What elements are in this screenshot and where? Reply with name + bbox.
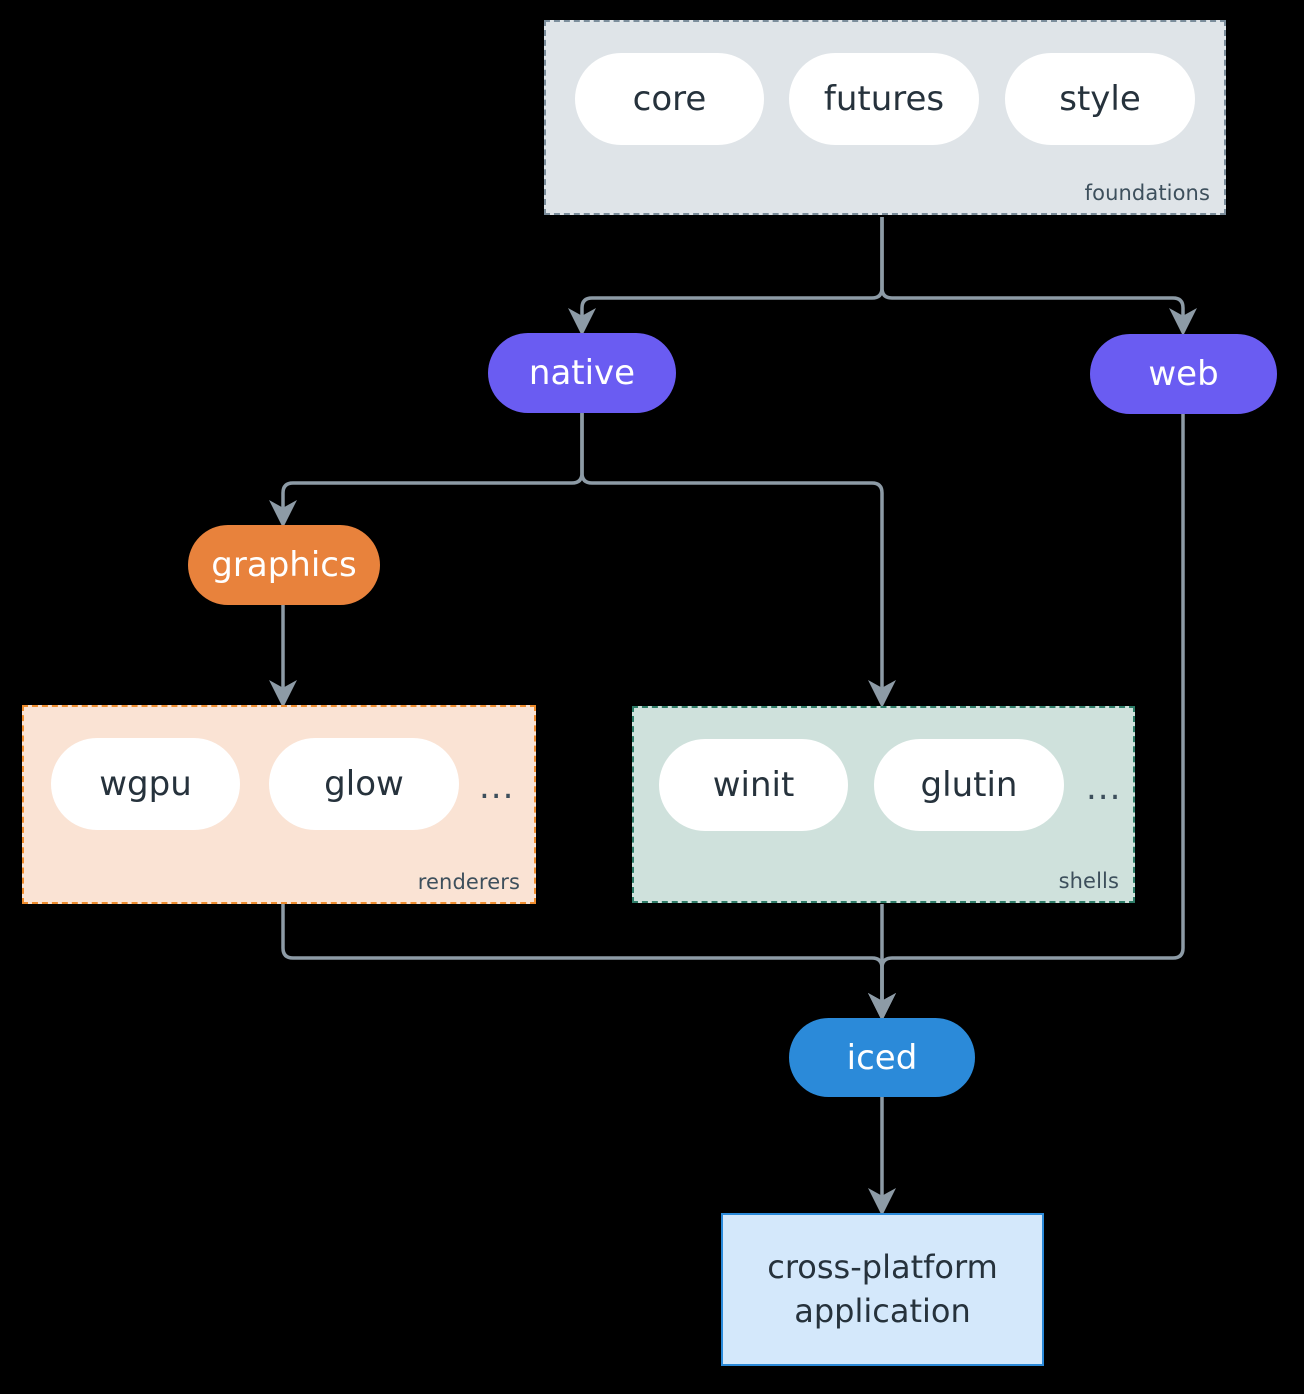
shells-item-winit-label: winit [712,765,795,805]
shells-more-ellipsis: ... [1086,768,1122,808]
renderers-more-ellipsis: ... [479,767,515,807]
group-foundations-label: foundations [1084,181,1210,205]
foundations-item-style[interactable]: style [1005,53,1195,145]
group-renderers-label: renderers [417,870,520,894]
renderers-item-glow[interactable]: glow [269,738,459,830]
renderers-item-glow-label: glow [324,764,404,804]
shells-item-winit[interactable]: winit [659,739,848,831]
foundations-item-futures[interactable]: futures [789,53,979,145]
foundations-item-style-label: style [1059,79,1141,119]
shells-item-glutin-label: glutin [920,765,1018,805]
renderers-item-wgpu[interactable]: wgpu [51,738,240,830]
group-shells: winit glutin ... shells [632,706,1135,903]
edge-native-shells [580,413,896,708]
edge-foundations-web [880,217,1197,336]
edge-native-graphics [269,413,584,528]
shells-item-glutin[interactable]: glutin [874,739,1064,831]
group-renderers: wgpu glow ... renderers [22,705,536,904]
node-native[interactable]: native [488,333,676,413]
node-native-label: native [528,353,636,393]
node-graphics[interactable]: graphics [188,525,380,605]
node-application-line2: application [794,1291,971,1330]
renderers-item-wgpu-label: wgpu [99,764,192,804]
edge-foundations-native [568,217,884,336]
foundations-item-core-label: core [632,79,707,119]
node-graphics-label: graphics [211,545,357,585]
foundations-item-futures-label: futures [823,79,945,119]
node-web-label: web [1148,354,1219,394]
foundations-item-core[interactable]: core [575,53,764,145]
node-application[interactable]: cross-platform application [721,1213,1044,1366]
group-shells-label: shells [1058,869,1119,893]
node-application-line1: cross-platform [767,1248,998,1287]
node-web[interactable]: web [1090,334,1277,414]
node-iced-label: iced [846,1037,918,1078]
group-foundations: core futures style foundations [544,20,1226,215]
node-iced[interactable]: iced [789,1018,975,1097]
edge-renderers-iced [281,904,896,1021]
